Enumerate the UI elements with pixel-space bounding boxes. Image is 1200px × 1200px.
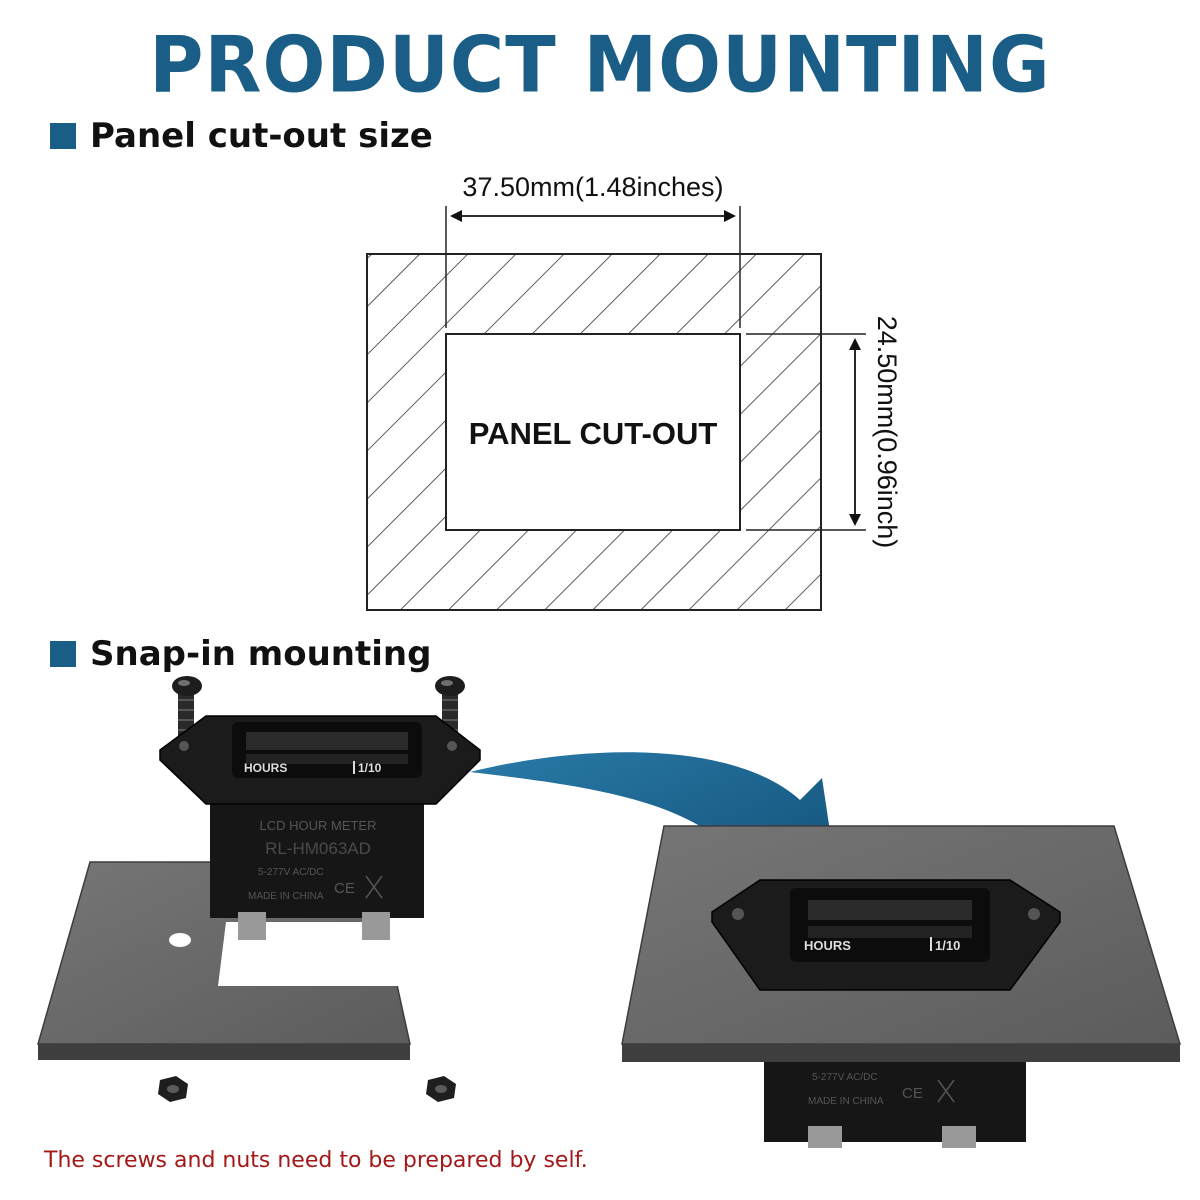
section-heading-snapin-label: Snap-in mounting [90, 634, 432, 674]
width-label: 37.50mm(1.48inches) [462, 172, 723, 202]
scale-divider-right [930, 937, 932, 951]
meter-body [210, 784, 424, 918]
page-title: PRODUCT MOUNTING [149, 19, 1051, 111]
nut-right [426, 1076, 456, 1102]
cutout-rect [445, 333, 741, 531]
scale-label-left: 1/10 [358, 761, 382, 775]
square-bullet-icon [50, 123, 76, 149]
meter-line3: 5-277V AC/DC [258, 867, 324, 878]
meter-line4: MADE IN CHINA [248, 891, 324, 902]
square-bullet-icon [50, 641, 76, 667]
mounted-meter-line4: MADE IN CHINA [808, 1096, 884, 1107]
meter-line2: RL-HM063AD [265, 839, 371, 858]
scale-label-right: 1/10 [935, 938, 960, 953]
section-heading-snapin: Snap-in mounting [50, 634, 431, 674]
mounted-meter-body [764, 1062, 1026, 1142]
meter-line1: LCD HOUR METER [259, 818, 376, 833]
section-heading-cutout-label: Panel cut-out size [90, 116, 433, 156]
mounted-ce-mark: CE [902, 1085, 923, 1102]
section-heading-cutout: Panel cut-out size [50, 116, 433, 156]
screw-hole-right [447, 933, 469, 947]
scale-divider-left [353, 761, 355, 774]
cutout-label: PANEL CUT-OUT [469, 416, 718, 451]
crossed-bin-icon [365, 875, 383, 899]
mounted-meter-line3: 5-277V AC/DC [812, 1072, 878, 1083]
screw-hole-left [169, 933, 191, 947]
mounted-terminal-left [808, 1126, 842, 1148]
cutout-drawing: PANEL CUT-OUT 37.50mm(1.48inches) 24.50m… [366, 172, 902, 611]
height-label: 24.50mm(0.96inch) [872, 316, 902, 549]
hour-meter-mounted: 5-277V AC/DC MADE IN CHINA CE HOURS 1/10 [711, 879, 1061, 1148]
hours-label-right: HOURS [804, 938, 851, 953]
mounted-terminal-right [942, 1126, 976, 1148]
terminal-right [362, 912, 390, 940]
crossed-bin-icon [937, 1079, 955, 1103]
hours-label-left: HOURS [244, 761, 287, 775]
terminal-left [238, 912, 266, 940]
nut-left [158, 1076, 188, 1102]
hour-meter-lifted: LCD HOUR METER RL-HM063AD 5-277V AC/DC M… [159, 676, 481, 940]
ce-mark: CE [334, 880, 355, 897]
footnote: The screws and nuts need to be prepared … [44, 1148, 588, 1173]
